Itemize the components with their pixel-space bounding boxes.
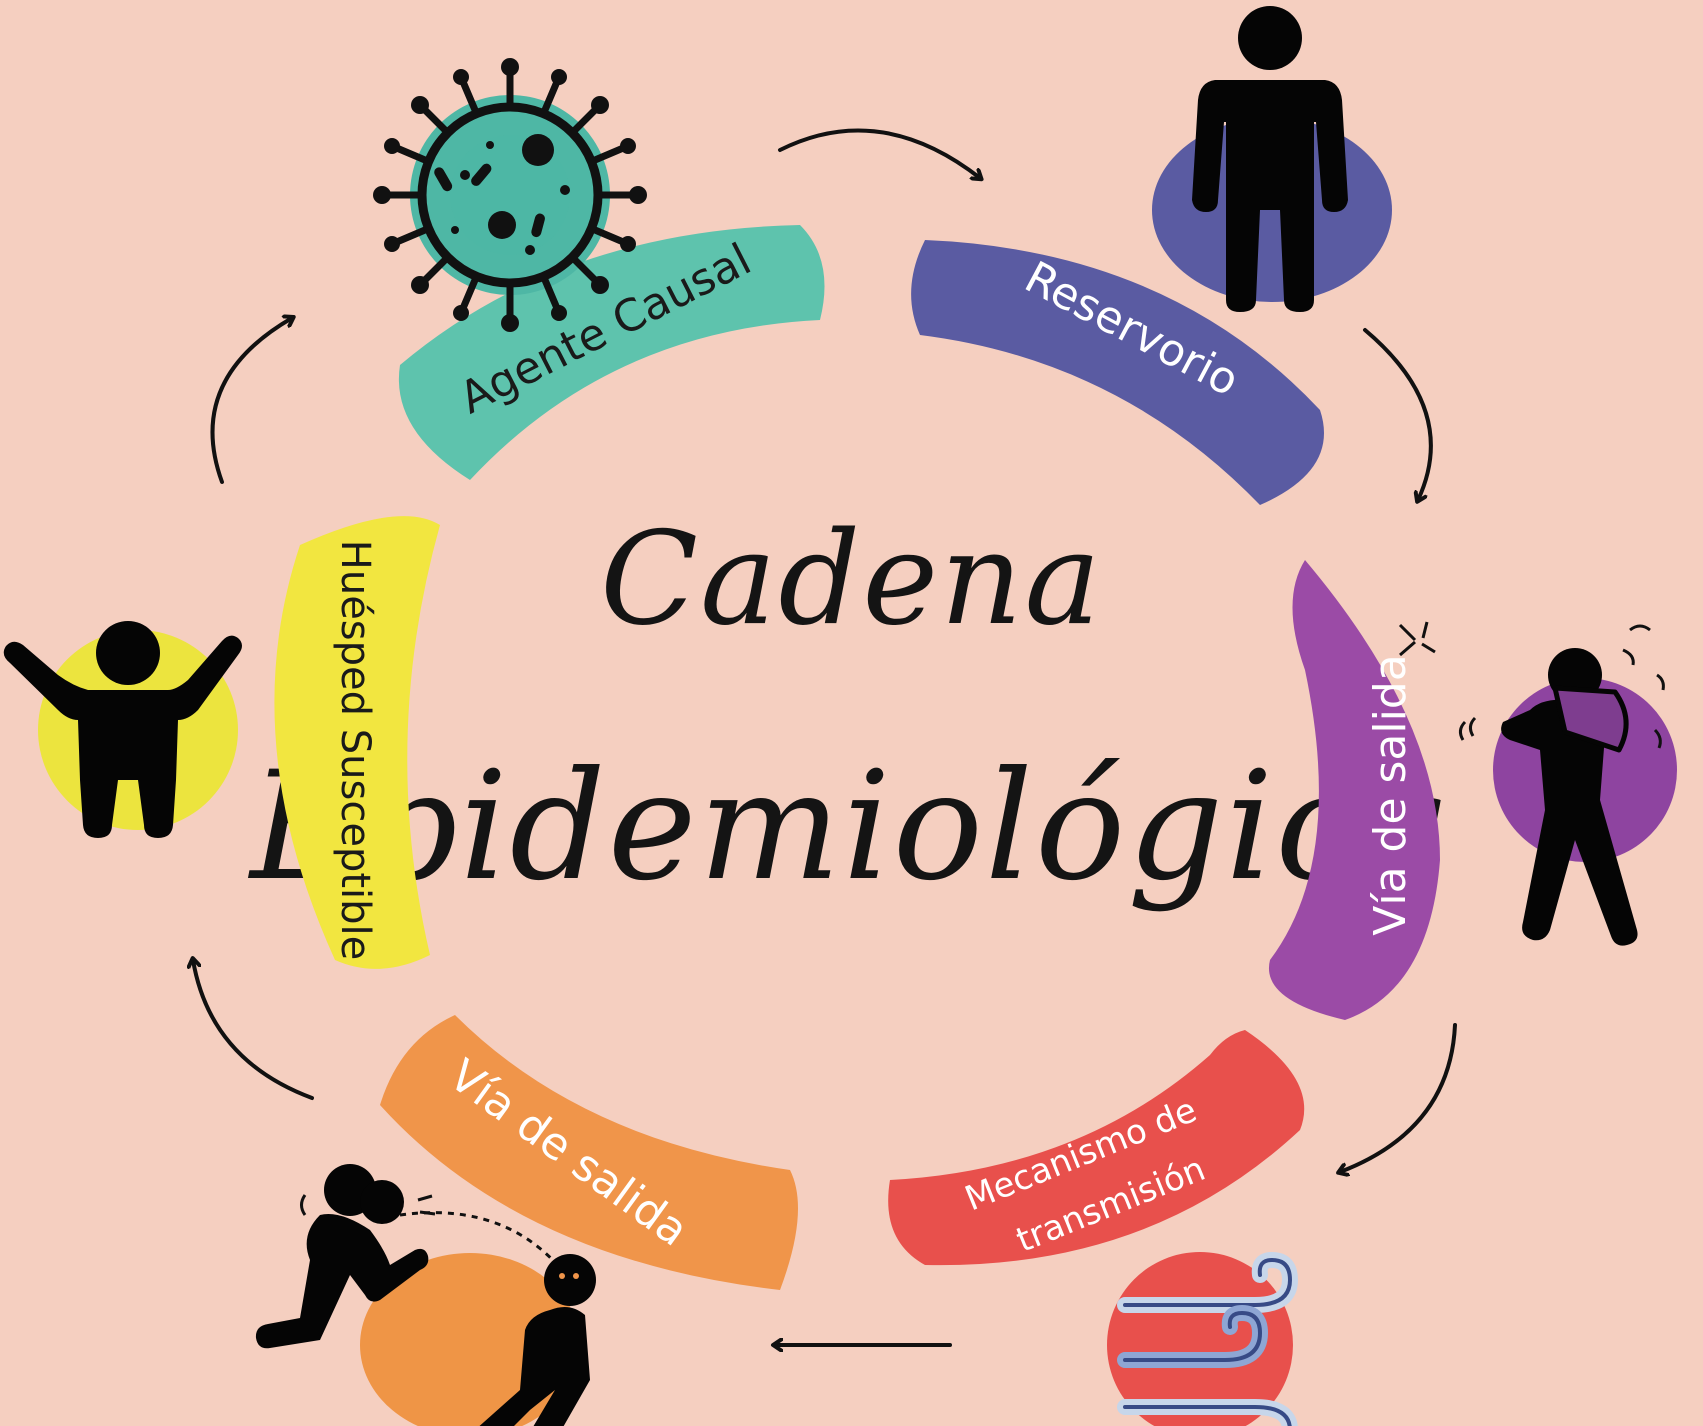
band-agente-causal xyxy=(398,225,825,480)
standing-person-icon xyxy=(1152,6,1392,312)
coughing-people-icon xyxy=(255,1164,596,1426)
arrow-reservorio-to-via1 xyxy=(1363,328,1433,500)
title-line-1: Cadena xyxy=(600,505,1103,654)
band-reservorio xyxy=(911,240,1324,505)
band-via-salida-1 xyxy=(1268,560,1440,1020)
sneezing-person-icon xyxy=(1398,621,1677,946)
band-via-salida-2 xyxy=(380,1015,798,1290)
cheering-child-icon xyxy=(3,621,242,838)
flow-arrows xyxy=(193,128,1457,1345)
band-huesped xyxy=(274,516,440,969)
virus-icon xyxy=(373,58,647,332)
arrow-huesped-to-agente xyxy=(210,318,292,484)
label-via-salida-1: Vía de salida xyxy=(1365,654,1416,936)
title-line-2: Epidemiológica xyxy=(250,740,1453,914)
arrow-via2-to-huesped xyxy=(193,960,314,1100)
arrow-agente-to-reservorio xyxy=(778,128,980,178)
arrow-via1-to-mecanismo xyxy=(1340,1023,1457,1172)
band-mecanismo xyxy=(888,1030,1305,1266)
wind-icon xyxy=(1107,1251,1299,1426)
label-huesped: Huésped Susceptible xyxy=(332,540,378,960)
